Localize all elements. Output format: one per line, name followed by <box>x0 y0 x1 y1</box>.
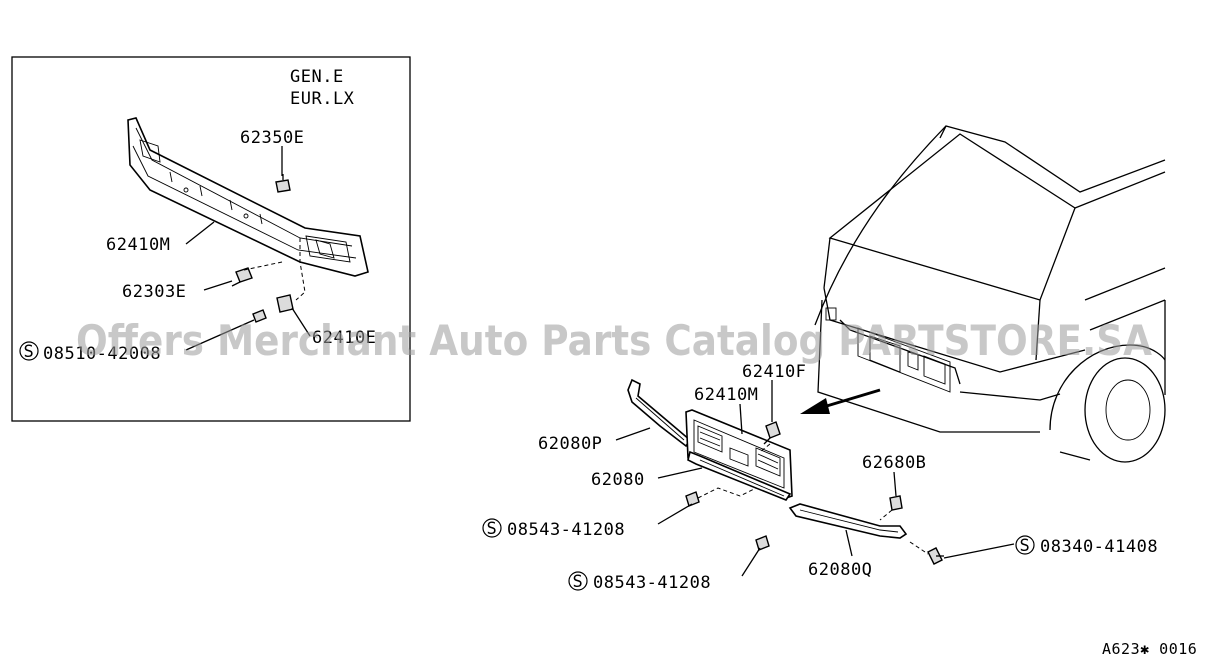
inset-bolt-62303e-drawing <box>231 267 253 287</box>
inset-grille-62410m-drawing <box>127 117 369 277</box>
inset-frame <box>11 56 411 422</box>
screw-b-drawing <box>755 535 770 551</box>
inset-label-62350e: 62350E <box>240 128 304 148</box>
label-screw-c: 08340-41408 <box>1040 537 1158 557</box>
direction-arrow <box>800 388 881 414</box>
diagram-code: A623✱ 0016 <box>1102 640 1197 658</box>
standard-symbol-circle-b <box>568 571 588 591</box>
inset-label-62410e: 62410E <box>312 328 376 348</box>
standard-symbol-b: S <box>573 572 584 592</box>
label-62410f: 62410F <box>742 362 806 382</box>
watermark: Offers Merchant Auto Parts Catalog PARTS… <box>76 316 1152 365</box>
screw-a-drawing <box>685 491 700 507</box>
label-62080q: 62080Q <box>808 560 872 580</box>
label-screw-a: 08543-41208 <box>507 520 625 540</box>
inset-label-screw: 08510-42008 <box>43 344 161 364</box>
molding-62080q-drawing <box>788 503 908 539</box>
inset-label-62410m: 62410M <box>106 235 170 255</box>
standard-symbol-a: S <box>487 519 498 539</box>
clip-62410f-drawing <box>763 421 781 445</box>
standard-symbol-circle-a <box>482 518 502 538</box>
inset-standard-symbol-circle <box>19 341 39 361</box>
standard-symbol-c: S <box>1020 536 1031 556</box>
screw-c-drawing <box>927 547 944 565</box>
inset-clip-62350e-drawing <box>275 174 291 193</box>
molding-62080-drawing <box>687 450 792 501</box>
inset-variant-gen: GEN.E <box>290 67 344 87</box>
inset-label-62303e: 62303E <box>122 282 186 302</box>
label-62080: 62080 <box>591 470 645 490</box>
inset-standard-symbol: S <box>24 342 35 362</box>
label-62410m: 62410M <box>694 385 758 405</box>
vehicle-front-drawing <box>814 125 1166 463</box>
label-62680b: 62680B <box>862 453 926 473</box>
inset-nut-62410e-drawing <box>276 294 294 313</box>
label-62080p: 62080P <box>538 434 602 454</box>
clip-62680b-drawing <box>889 495 903 511</box>
inset-screw-drawing <box>252 309 267 323</box>
molding-62080p-drawing <box>627 378 692 448</box>
inset-variant-eur: EUR.LX <box>290 89 355 109</box>
standard-symbol-circle-c <box>1015 535 1035 555</box>
label-screw-b: 08543-41208 <box>593 573 711 593</box>
